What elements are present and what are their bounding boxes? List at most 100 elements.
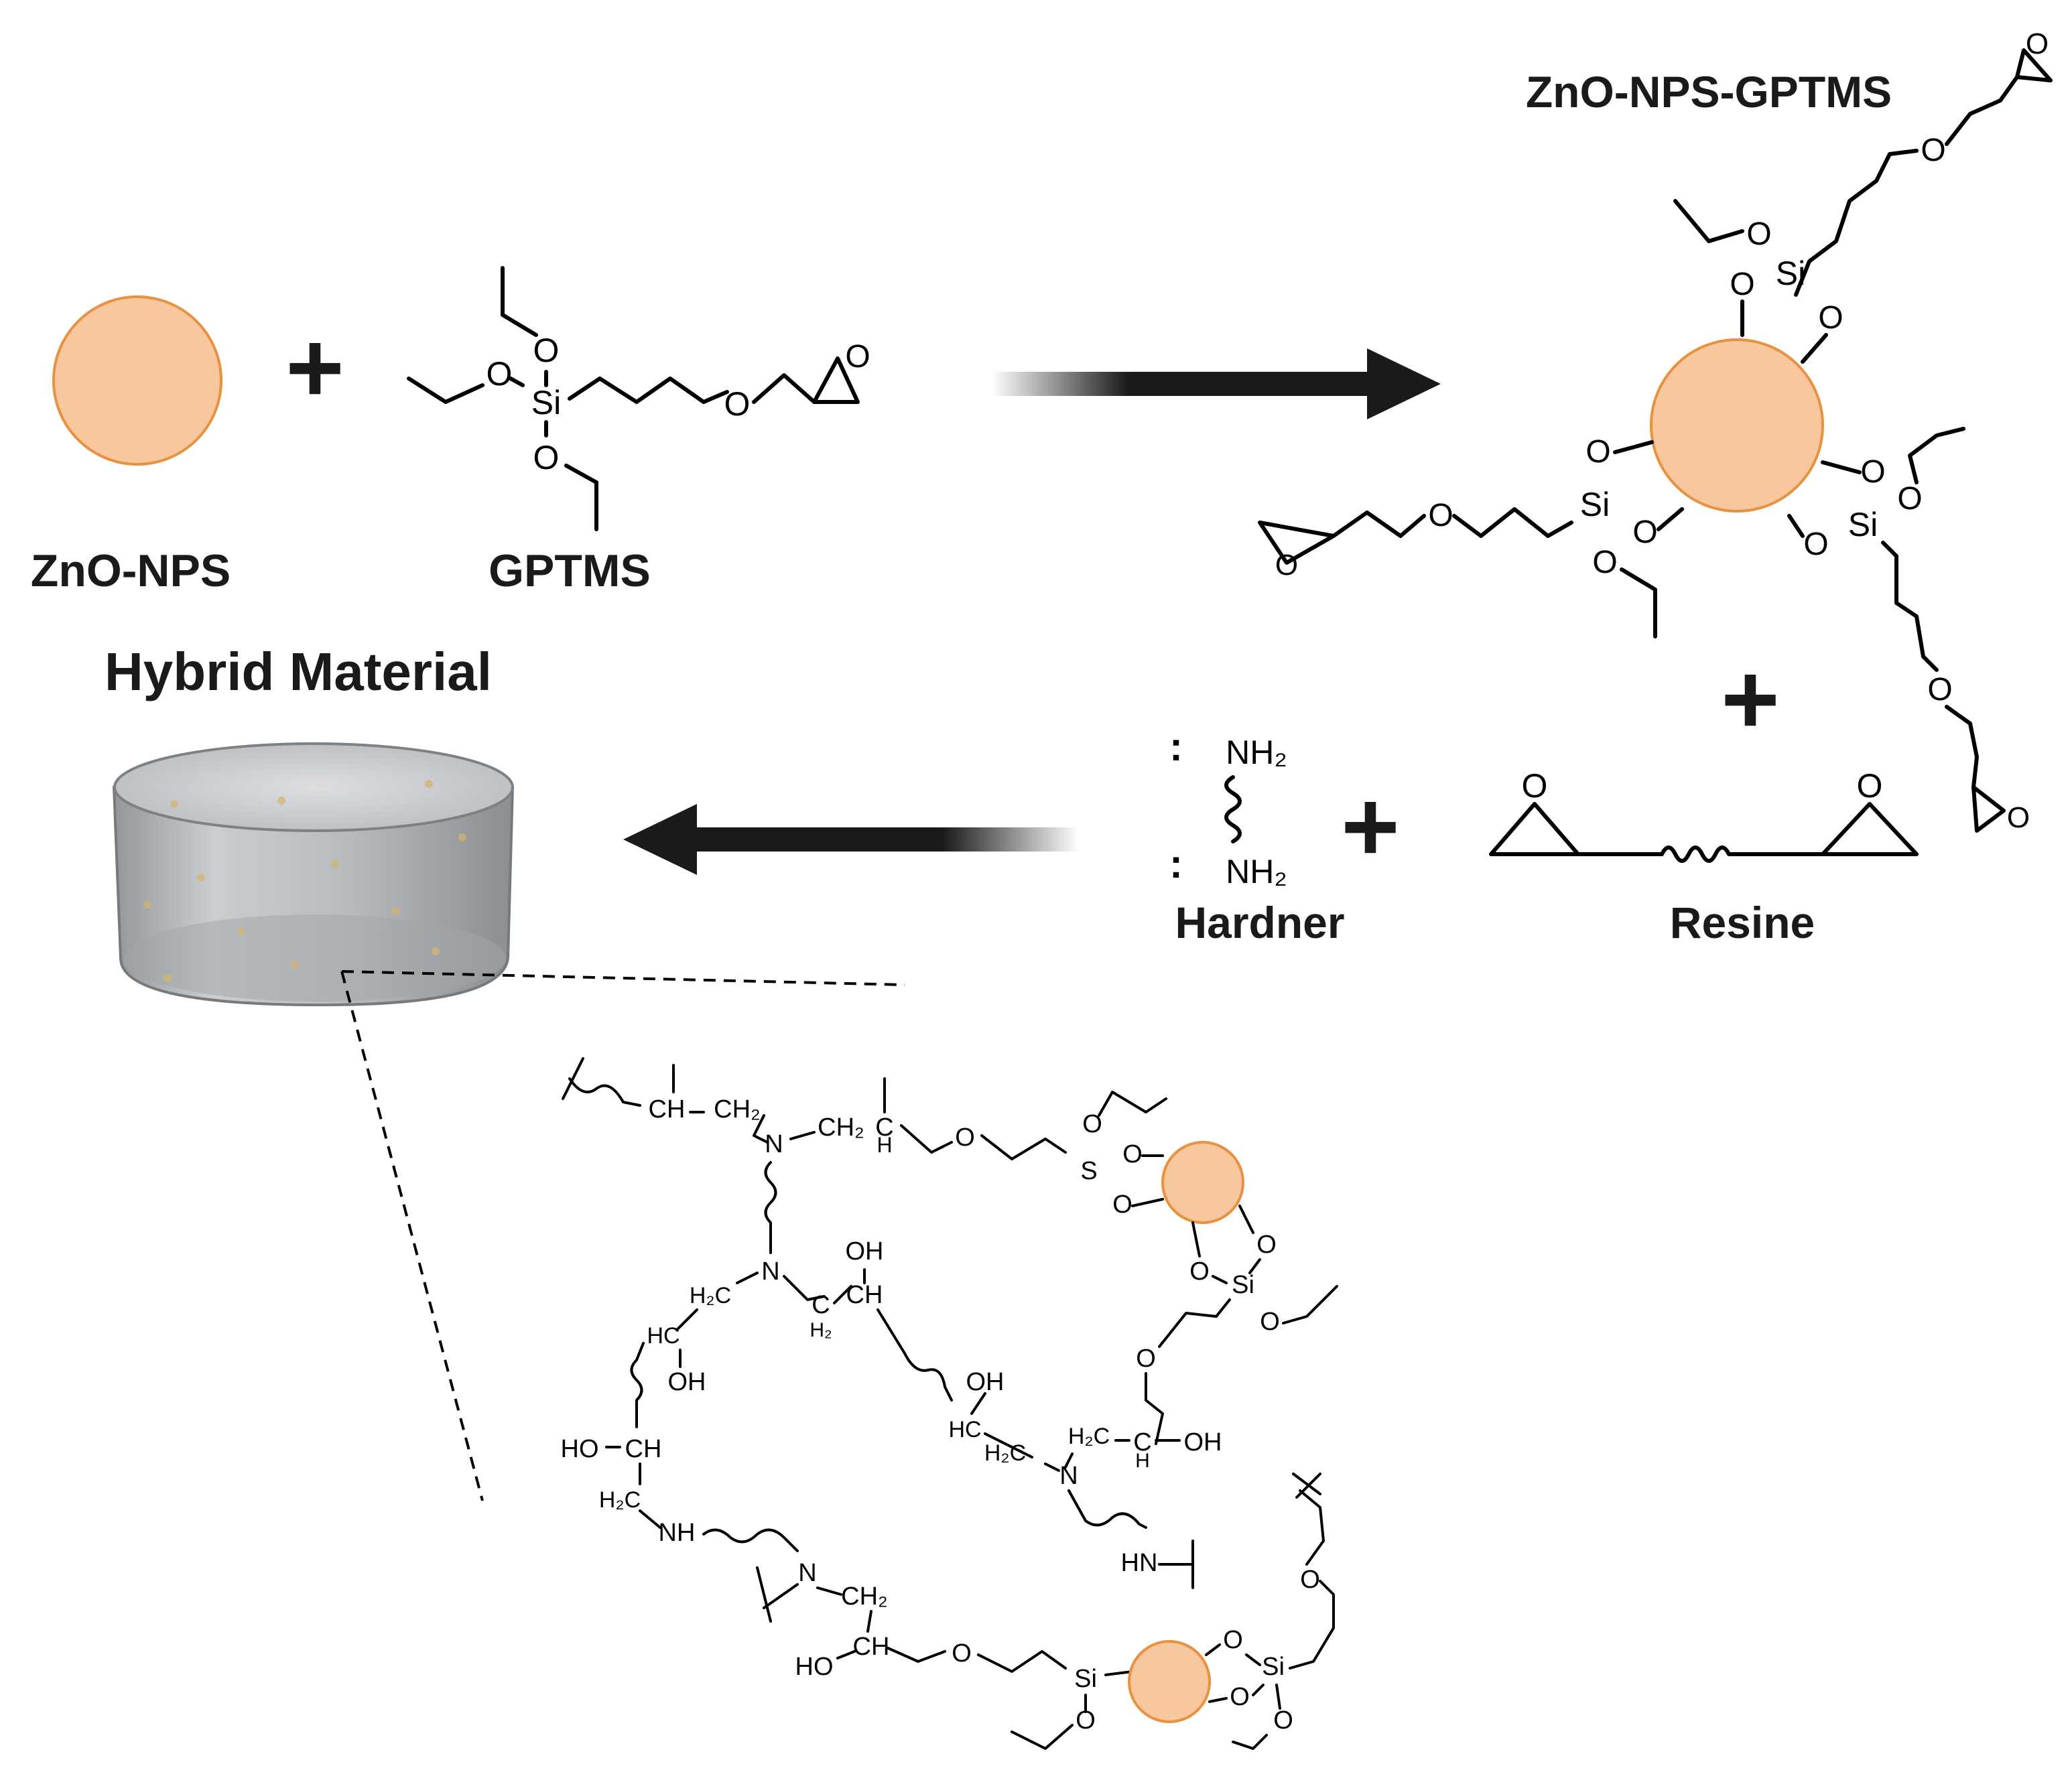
svg-text:O: O xyxy=(1223,1626,1243,1654)
svg-text:N: N xyxy=(798,1559,816,1587)
svg-text:O: O xyxy=(1921,133,1945,168)
svg-text:O: O xyxy=(533,332,560,369)
svg-text:Si: Si xyxy=(531,384,561,421)
svg-text:H: H xyxy=(1135,1450,1150,1472)
svg-text:O: O xyxy=(1275,549,1298,582)
svg-text:O: O xyxy=(1522,767,1548,805)
svg-text:N: N xyxy=(765,1130,783,1158)
svg-text:O: O xyxy=(2007,801,2030,834)
svg-text:O: O xyxy=(952,1639,972,1668)
svg-text:HN: HN xyxy=(1121,1549,1158,1577)
svg-text:O: O xyxy=(1189,1257,1210,1286)
resine-label: Resine xyxy=(1670,898,1815,947)
svg-text:Si: Si xyxy=(1262,1653,1285,1681)
gptms-molecule: O Si O O O O GPTMS xyxy=(407,266,870,596)
svg-text:HO: HO xyxy=(561,1435,599,1463)
svg-text:C: C xyxy=(1133,1428,1151,1456)
svg-text:O: O xyxy=(955,1124,975,1152)
svg-text:OH: OH xyxy=(1184,1428,1222,1456)
network-nanoparticle-1 xyxy=(1161,1141,1244,1224)
svg-text:OH: OH xyxy=(668,1368,706,1396)
svg-text:O: O xyxy=(1136,1345,1156,1373)
svg-text:H₂C: H₂C xyxy=(690,1283,731,1308)
svg-text:C: C xyxy=(875,1113,893,1142)
svg-text:O: O xyxy=(1122,1140,1143,1168)
svg-text:O: O xyxy=(1730,267,1754,302)
svg-text:H₂C: H₂C xyxy=(1068,1424,1110,1449)
svg-text:NH₂: NH₂ xyxy=(1226,853,1287,890)
svg-text:O: O xyxy=(1860,454,1885,490)
svg-text:O: O xyxy=(1585,434,1610,470)
reaction-arrow-right xyxy=(992,348,1441,419)
svg-text:O: O xyxy=(1632,515,1657,550)
svg-text:Si: Si xyxy=(1776,255,1805,292)
svg-text:OH: OH xyxy=(846,1237,884,1266)
svg-text:N: N xyxy=(761,1257,779,1286)
zno-nanoparticle-functionalized xyxy=(1650,338,1824,513)
svg-text:O: O xyxy=(2026,27,2049,60)
svg-text:C: C xyxy=(812,1291,830,1319)
hybrid-cylinder-top xyxy=(113,742,514,832)
svg-text:HC: HC xyxy=(948,1417,981,1442)
network-nanoparticle-2 xyxy=(1128,1640,1211,1723)
crosslinked-network: CH CH₂ N CH₂ C H O O S O O O O Si O O C xyxy=(561,1057,1338,1750)
svg-text::: : xyxy=(1169,724,1183,769)
svg-text:O: O xyxy=(724,385,751,423)
hybrid-cylinder-bottom xyxy=(124,914,506,1002)
svg-text:O: O xyxy=(1927,672,1952,707)
svg-text:O: O xyxy=(1746,216,1771,252)
svg-text:CH: CH xyxy=(625,1435,662,1463)
svg-text:O: O xyxy=(487,355,513,393)
hybrid-material-label: Hybrid Material xyxy=(105,642,492,701)
reaction-arrow-left xyxy=(623,804,1079,875)
svg-text::: : xyxy=(1169,841,1183,886)
svg-text:CH: CH xyxy=(649,1095,686,1124)
svg-text:O: O xyxy=(1803,527,1828,562)
svg-text:Si: Si xyxy=(1074,1665,1097,1693)
svg-text:O: O xyxy=(533,439,560,476)
zoom-callout-lines xyxy=(340,970,905,1501)
svg-text:Si: Si xyxy=(1580,486,1610,523)
svg-text:O: O xyxy=(1818,300,1843,336)
svg-text:CH₂: CH₂ xyxy=(714,1095,761,1124)
svg-text:O: O xyxy=(1300,1566,1320,1594)
svg-text:O: O xyxy=(1428,498,1453,533)
hardner-label: Hardner xyxy=(1175,898,1344,947)
zno-nanoparticle-group: ZnO-NPS xyxy=(31,295,231,596)
svg-text:N: N xyxy=(1059,1462,1078,1490)
svg-text:NH: NH xyxy=(659,1519,696,1547)
svg-text:CH₂: CH₂ xyxy=(818,1113,864,1142)
zno-nps-label: ZnO-NPS xyxy=(31,545,231,596)
svg-text:O: O xyxy=(1897,481,1922,517)
svg-text:S: S xyxy=(1080,1157,1097,1185)
zno-nanoparticle xyxy=(52,295,222,466)
svg-text:O: O xyxy=(1112,1191,1132,1219)
svg-text:O: O xyxy=(1592,545,1617,580)
svg-text:O: O xyxy=(845,339,870,375)
svg-text:NH₂: NH₂ xyxy=(1226,734,1287,771)
svg-text:O: O xyxy=(1857,767,1883,805)
svg-text:O: O xyxy=(1260,1308,1280,1336)
zno-nps-gptms-particle: ZnO-NPS-GPTMS O O Si O O O O Si O O O O … xyxy=(1258,27,2053,834)
svg-text:O: O xyxy=(1256,1231,1277,1259)
resine-molecule: O O Resine xyxy=(1489,767,1919,947)
svg-text:CH: CH xyxy=(853,1633,890,1661)
svg-text:CH₂: CH₂ xyxy=(841,1582,888,1611)
svg-text:HC: HC xyxy=(647,1323,679,1349)
hybrid-material: Hybrid Material xyxy=(105,642,515,1007)
svg-text:Si: Si xyxy=(1232,1271,1254,1299)
plus-sign-3: + xyxy=(1341,770,1400,882)
svg-text:OH: OH xyxy=(966,1368,1005,1396)
plus-sign-1: + xyxy=(285,311,344,423)
plus-sign-2: + xyxy=(1721,642,1780,755)
svg-text:HO: HO xyxy=(795,1653,834,1681)
svg-text:H: H xyxy=(877,1133,892,1157)
svg-text:H₂: H₂ xyxy=(810,1319,832,1341)
svg-text:CH: CH xyxy=(846,1281,883,1309)
hardner-molecule: : NH₂ : NH₂ Hardner xyxy=(1169,724,1345,947)
zno-nps-gptms-label: ZnO-NPS-GPTMS xyxy=(1526,67,1892,117)
gptms-label: GPTMS xyxy=(489,545,651,596)
svg-text:H₂C: H₂C xyxy=(599,1487,641,1513)
svg-text:O: O xyxy=(1273,1706,1293,1735)
